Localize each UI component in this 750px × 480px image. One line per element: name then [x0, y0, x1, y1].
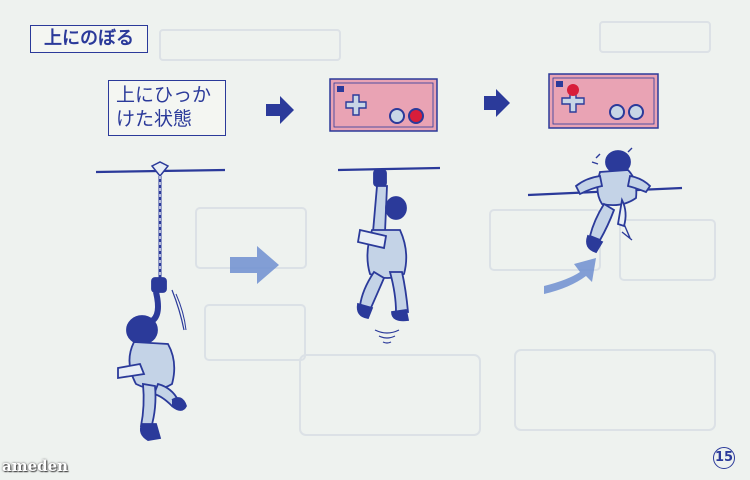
dpad-icon	[345, 94, 367, 116]
character-hanging-bar	[356, 169, 410, 344]
controller-step-2	[548, 73, 659, 129]
controller-step-1	[329, 78, 438, 132]
state-label-line-1: 上にひっか	[116, 84, 212, 106]
character-climbing-rope	[117, 277, 187, 441]
page-number: 15	[713, 447, 735, 469]
state-label-line-2: けた状態	[116, 108, 193, 130]
controller-number-icon	[556, 81, 563, 87]
motion-arrow-right	[230, 246, 279, 284]
rope-hook	[150, 161, 187, 331]
a-button-icon	[628, 104, 644, 120]
step-arrow-2	[484, 89, 510, 117]
b-button-icon	[389, 108, 405, 124]
dpad-up-press-indicator	[567, 84, 579, 96]
state-label-box: 上にひっか けた状態	[108, 80, 226, 136]
b-button-icon	[609, 104, 625, 120]
motion-arrow-curved	[544, 258, 596, 294]
watermark: ameden	[2, 457, 69, 475]
bar-2	[337, 166, 441, 172]
step-arrow-1	[266, 96, 294, 124]
a-button-icon	[408, 108, 424, 124]
controller-number-icon	[337, 86, 344, 92]
section-title: 上にのぼる	[30, 25, 148, 53]
character-climbing-over-bar	[574, 147, 652, 254]
